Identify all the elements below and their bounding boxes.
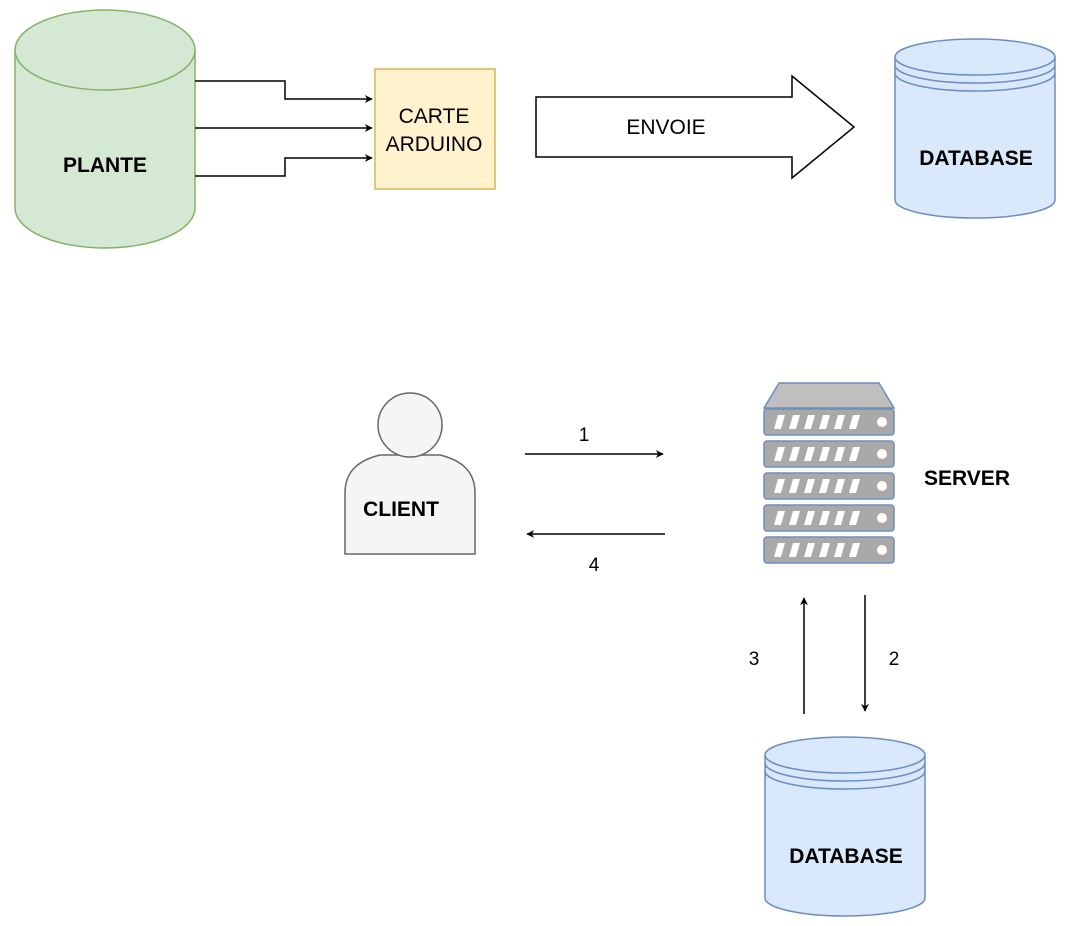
envoie-arrow: ENVOIE bbox=[535, 74, 856, 180]
client-label: CLIENT bbox=[363, 498, 439, 521]
connector-top bbox=[195, 80, 373, 103]
top-database-top bbox=[894, 38, 1056, 76]
envoie-arrow-shape bbox=[535, 74, 856, 180]
server-status-light bbox=[877, 513, 887, 523]
client-body bbox=[344, 454, 476, 555]
server-vent-slot bbox=[804, 479, 815, 493]
server-vent-slot bbox=[804, 447, 815, 461]
server-vent-slot bbox=[774, 447, 785, 461]
db-to-server-arrow-3: 3 bbox=[749, 597, 808, 714]
server-status-light bbox=[877, 545, 887, 555]
server-vent-slot bbox=[819, 447, 830, 461]
server-top-cap bbox=[762, 382, 896, 409]
server-vent-slot bbox=[774, 511, 785, 525]
bottom-database: DATABASE bbox=[764, 736, 926, 917]
server-vent-slot bbox=[789, 511, 800, 525]
server-status-light bbox=[877, 449, 887, 459]
step-1-label: 1 bbox=[579, 425, 590, 446]
server-vent-slot bbox=[849, 479, 860, 493]
arduino-rect bbox=[374, 68, 496, 190]
bottom-database-top bbox=[764, 736, 926, 774]
top-database-ring-2 bbox=[894, 72, 1056, 92]
server-vent-slot bbox=[849, 543, 860, 557]
server-vent-slot bbox=[789, 543, 800, 557]
top-database: DATABASE bbox=[894, 38, 1056, 219]
step-4-label: 4 bbox=[589, 555, 600, 576]
server-vent-slot bbox=[834, 511, 845, 525]
server-vent-slot bbox=[804, 415, 815, 429]
server-unit bbox=[763, 440, 895, 468]
bottom-database-ring-2 bbox=[764, 770, 926, 790]
server-status-light bbox=[877, 481, 887, 491]
top-database-body bbox=[894, 57, 1056, 219]
server-label: SERVER bbox=[924, 467, 1010, 490]
step-2-label: 2 bbox=[889, 649, 900, 670]
server-unit-frame bbox=[763, 504, 895, 532]
server-vent-slot bbox=[819, 479, 830, 493]
server-unit-frame bbox=[763, 440, 895, 468]
plante-body bbox=[14, 50, 196, 249]
connector-bottom bbox=[195, 154, 373, 177]
request-arrow-1: 1 bbox=[525, 425, 664, 458]
arduino-label-line1: CARTE bbox=[399, 105, 470, 128]
server-rack-icon: SERVER bbox=[762, 382, 1010, 564]
bottom-database-label: DATABASE bbox=[789, 845, 903, 868]
server-status-light bbox=[877, 417, 887, 427]
top-database-label: DATABASE bbox=[919, 147, 1033, 170]
server-vent-slot bbox=[804, 543, 815, 557]
server-unit bbox=[763, 472, 895, 500]
plante-label: PLANTE bbox=[63, 154, 147, 177]
bottom-database-body bbox=[764, 755, 926, 917]
envoie-label: ENVOIE bbox=[626, 116, 705, 139]
server-unit bbox=[763, 504, 895, 532]
server-vent-slot bbox=[774, 479, 785, 493]
plante-top bbox=[14, 9, 196, 91]
plante-cylinder: PLANTE bbox=[14, 9, 196, 249]
server-vent-slot bbox=[849, 415, 860, 429]
server-vent-slot bbox=[789, 447, 800, 461]
server-vent-slot bbox=[804, 511, 815, 525]
top-database-ring-1 bbox=[894, 64, 1056, 84]
server-unit-frame bbox=[763, 408, 895, 436]
client-head bbox=[377, 392, 443, 458]
server-vent-slot bbox=[774, 415, 785, 429]
server-vent-slot bbox=[849, 511, 860, 525]
bottom-database-ring-1 bbox=[764, 762, 926, 782]
arduino-board-box: CARTE ARDUINO bbox=[374, 68, 496, 190]
response-arrow-4: 4 bbox=[526, 530, 665, 576]
server-vent-slot bbox=[774, 543, 785, 557]
server-vent-slot bbox=[789, 415, 800, 429]
server-vent-slot bbox=[789, 479, 800, 493]
server-unit bbox=[763, 408, 895, 436]
server-vent-slot bbox=[834, 447, 845, 461]
server-vent-slot bbox=[819, 511, 830, 525]
server-unit-frame bbox=[763, 536, 895, 564]
server-vent-slot bbox=[819, 415, 830, 429]
plante-to-arduino-connectors bbox=[195, 80, 373, 177]
server-vent-slot bbox=[834, 479, 845, 493]
step-3-label: 3 bbox=[749, 649, 760, 670]
server-units bbox=[763, 408, 895, 564]
server-vent-slot bbox=[849, 447, 860, 461]
arduino-label-line2: ARDUINO bbox=[386, 133, 483, 156]
server-unit-frame bbox=[763, 472, 895, 500]
server-unit bbox=[763, 536, 895, 564]
server-to-db-arrow-2: 2 bbox=[861, 595, 900, 712]
client-user-icon: CLIENT bbox=[344, 392, 476, 555]
server-vent-slot bbox=[819, 543, 830, 557]
server-vent-slot bbox=[834, 415, 845, 429]
server-vent-slot bbox=[834, 543, 845, 557]
